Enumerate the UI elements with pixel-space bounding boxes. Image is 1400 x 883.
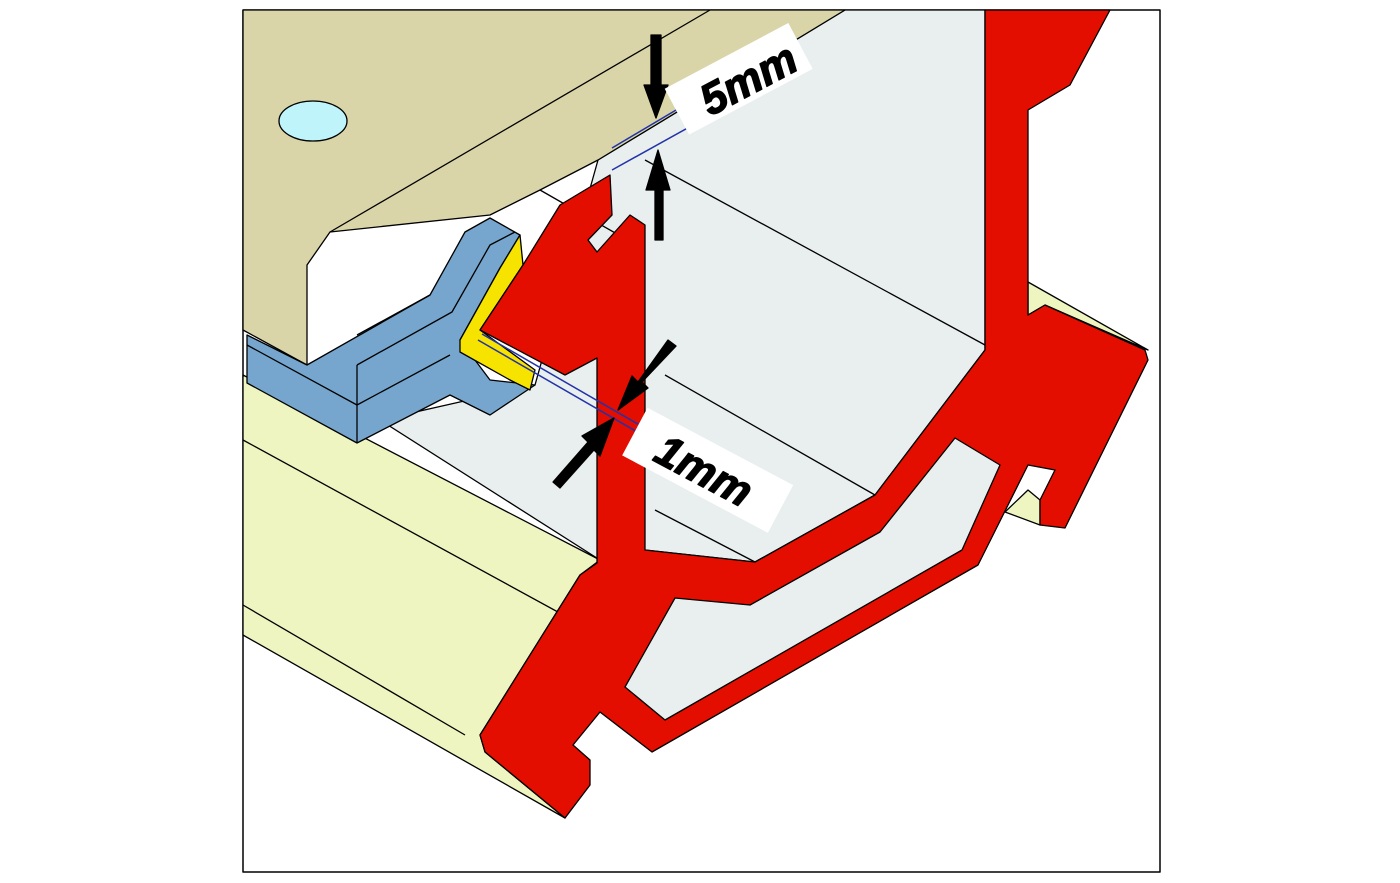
- dimension-arrows: [552, 34, 677, 489]
- yellow-seal: [459, 234, 536, 391]
- hole-icon: [278, 100, 348, 142]
- arrow-up-icon: [645, 149, 671, 241]
- profile-cavity: [624, 437, 1001, 721]
- arrow-up-right-icon: [552, 417, 615, 489]
- arrow-down-icon: [643, 34, 669, 119]
- arrow-down-left-icon: [617, 339, 677, 411]
